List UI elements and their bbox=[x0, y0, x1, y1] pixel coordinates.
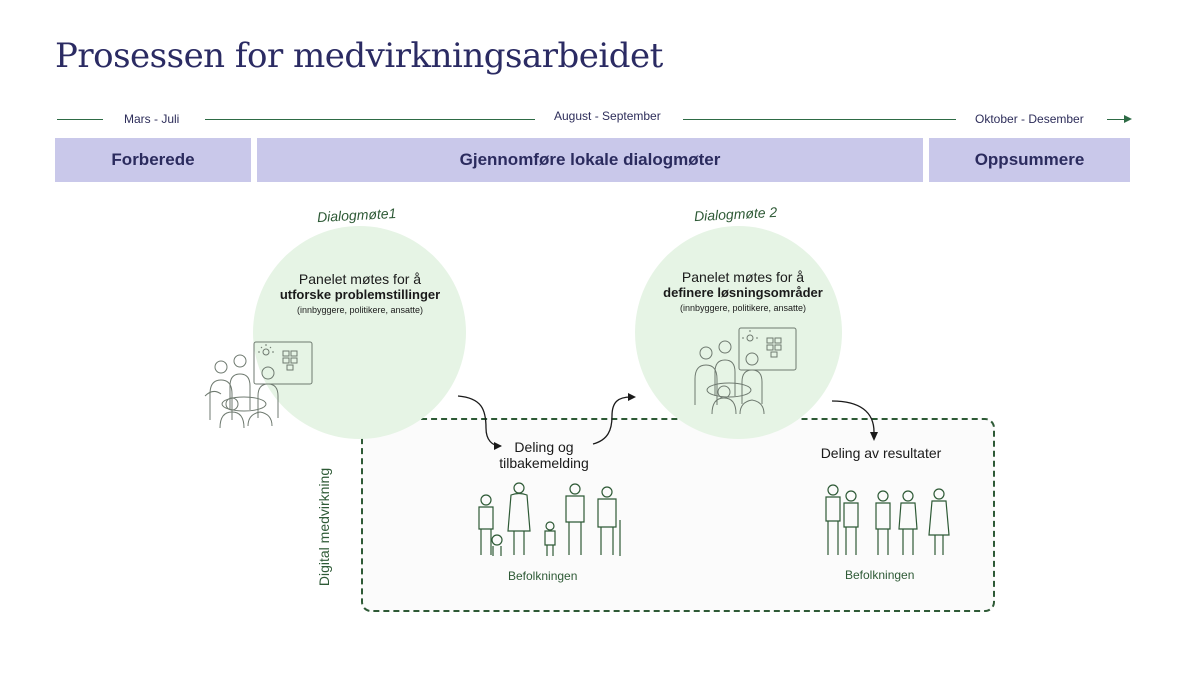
timeline-label-mars-juli: Mars - Juli bbox=[124, 112, 180, 126]
sharing-feedback-line1: Deling og bbox=[514, 439, 574, 455]
timeline-line-segment bbox=[1107, 119, 1127, 120]
phase-summarize: Oppsummere bbox=[929, 138, 1130, 182]
arrowhead-icon bbox=[870, 432, 878, 441]
meeting-1-text: Panelet møtes for å utforske problemstil… bbox=[260, 271, 460, 315]
meeting-1-line1: Panelet møtes for å bbox=[298, 271, 422, 287]
timeline-label-oktober-desember: Oktober - Desember bbox=[975, 112, 1084, 126]
timeline-line-segment bbox=[205, 119, 535, 120]
meeting-2-text: Panelet møtes for å definere løsningsomr… bbox=[641, 269, 845, 313]
timeline-label-august-september: August - September bbox=[554, 109, 661, 123]
arrow-sharing-to-meeting2 bbox=[592, 396, 632, 445]
phase-dialog-meetings: Gjennomføre lokale dialogmøter bbox=[257, 138, 923, 182]
meeting-1-line3: (innbyggere, politikere, ansatte) bbox=[296, 305, 424, 315]
sharing-results-note: Deling av resultater bbox=[820, 445, 942, 461]
population-label-2: Befolkningen bbox=[845, 568, 915, 582]
digital-participation-box bbox=[361, 418, 995, 612]
arrow-meeting2-to-results bbox=[831, 400, 875, 433]
page-title: Prosessen for medvirkningsarbeidet bbox=[55, 36, 663, 76]
sharing-feedback-note: Deling og tilbakemelding bbox=[490, 439, 598, 471]
meeting-2-line2: definere løsningsområder bbox=[663, 285, 823, 300]
timeline-line-segment bbox=[57, 119, 103, 120]
sharing-feedback-line2: tilbakemelding bbox=[499, 455, 589, 471]
arrowhead-icon bbox=[494, 442, 502, 450]
meeting-1-circle bbox=[253, 226, 466, 439]
meeting-2-line3: (innbyggere, politikere, ansatte) bbox=[679, 303, 807, 313]
meeting-2-line1: Panelet møtes for å bbox=[681, 269, 805, 285]
meeting-1-line2: utforske problemstillinger bbox=[279, 287, 441, 302]
population-label-1: Befolkningen bbox=[508, 569, 578, 583]
phase-prepare: Forberede bbox=[55, 138, 251, 182]
arrowhead-icon bbox=[628, 393, 636, 401]
timeline-line-segment bbox=[683, 119, 956, 120]
